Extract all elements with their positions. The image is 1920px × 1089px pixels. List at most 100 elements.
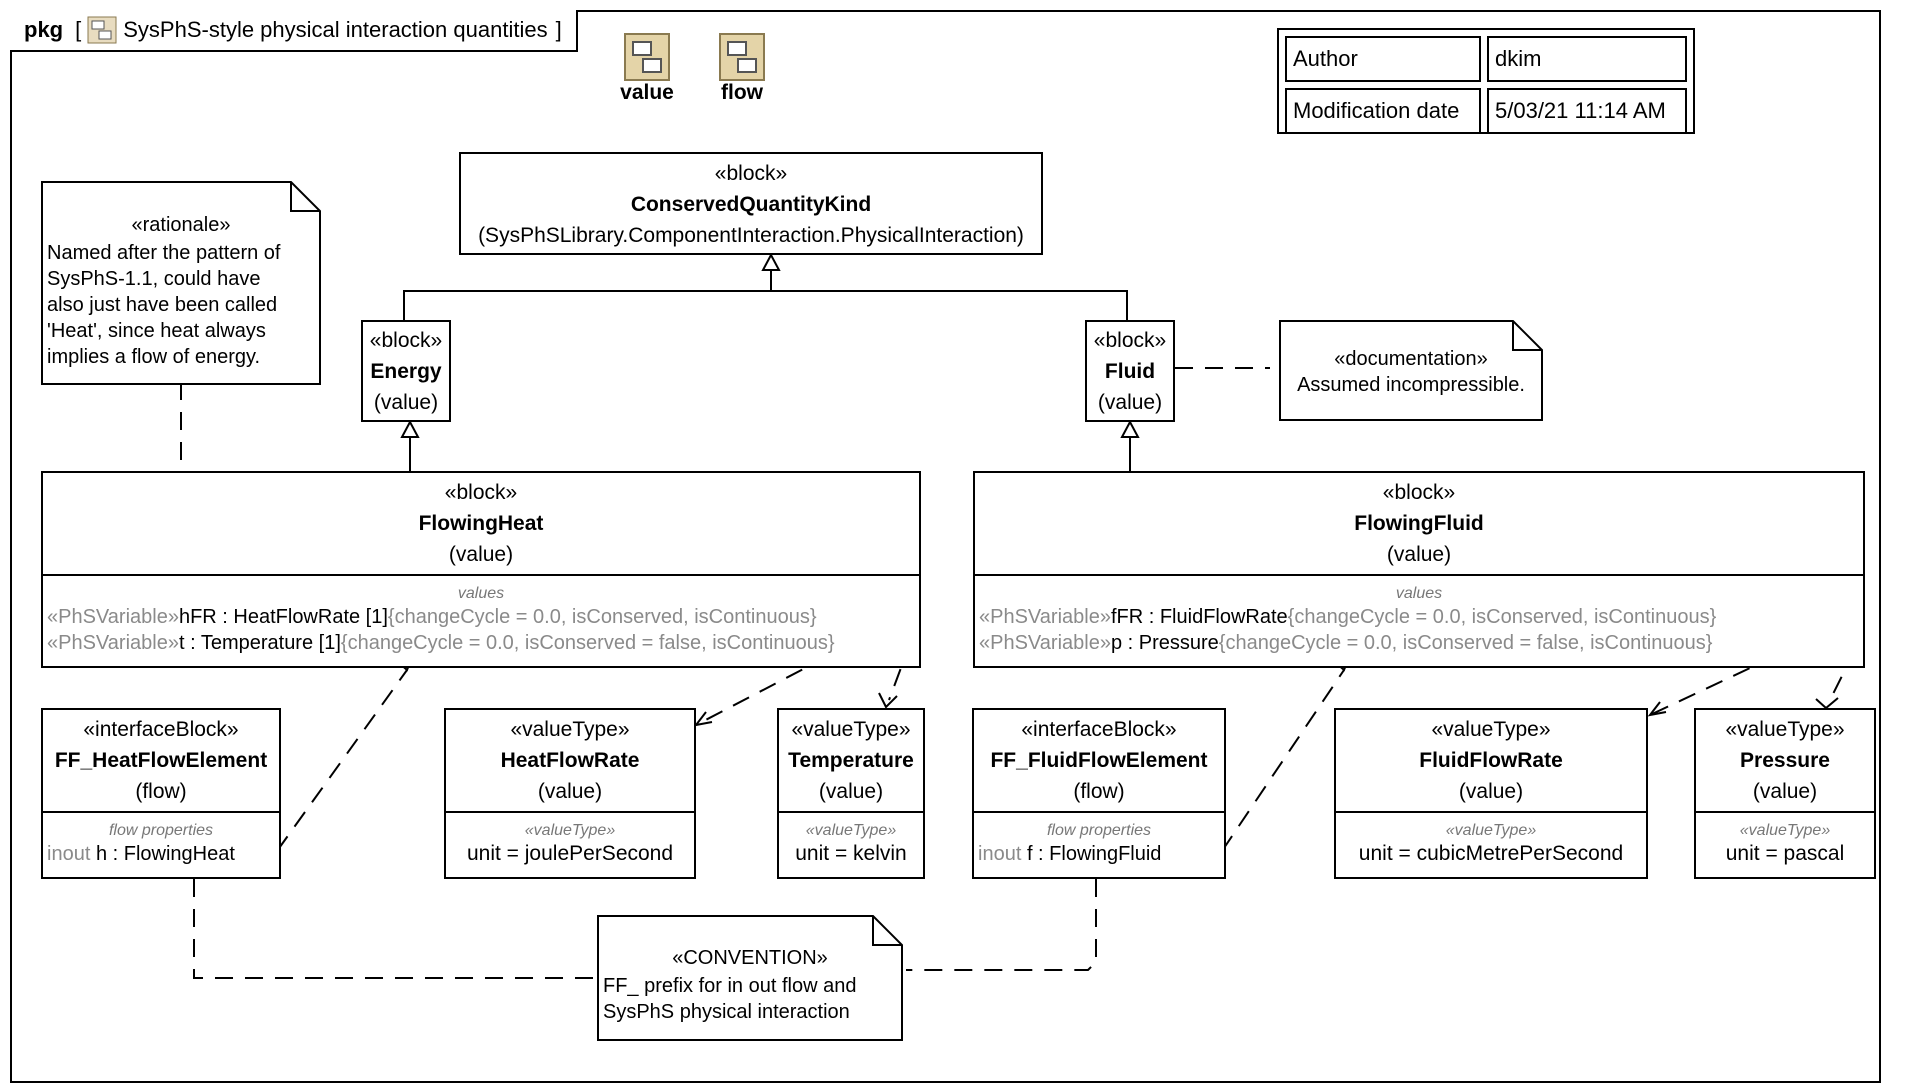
diagram-header: pkg [ SysPhS-style physical interaction … bbox=[10, 10, 578, 52]
unit-row[interactable]: unit = pascal bbox=[1725, 842, 1845, 865]
values-compartment: values «PhSVariable»fFR : FluidFlowRate{… bbox=[975, 574, 1863, 656]
property: h : FlowingHeat bbox=[95, 843, 235, 865]
flow-property-row[interactable]: inout h : FlowingHeat bbox=[43, 841, 279, 867]
tag-key: Modification date bbox=[1285, 88, 1481, 134]
block-name: Pressure bbox=[1740, 749, 1830, 772]
package-icon bbox=[719, 33, 765, 81]
package-name: SysPhS-style physical interaction quanti… bbox=[123, 17, 548, 42]
valuetype-compartment: «valueType» unit = pascal bbox=[1696, 811, 1874, 867]
block-flowing-fluid[interactable]: «block» FlowingFluid (value) values «PhS… bbox=[973, 471, 1865, 668]
unit-row[interactable]: unit = kelvin bbox=[795, 842, 907, 865]
note-documentation[interactable]: «documentation» Assumed incompressible. bbox=[1279, 320, 1543, 421]
block-tag: (value) bbox=[373, 391, 439, 414]
property-modifiers: {changeCycle = 0.0, isConserved = false,… bbox=[1218, 632, 1713, 654]
stereotype: «valueType» bbox=[510, 718, 630, 741]
flow-icon-label: flow bbox=[721, 81, 763, 104]
open-arrowhead bbox=[1815, 697, 1839, 710]
note-line: implies a flow of energy. bbox=[47, 346, 261, 368]
block-owner: (SysPhSLibrary.ComponentInteraction.Phys… bbox=[478, 224, 1024, 247]
value-property-row[interactable]: «PhSVariable»fFR : FluidFlowRate{changeC… bbox=[975, 604, 1863, 630]
stereotype: «block» bbox=[369, 329, 443, 352]
compartment-header: «valueType» bbox=[524, 822, 616, 839]
unit-row[interactable]: unit = cubicMetrePerSecond bbox=[1358, 842, 1624, 865]
stereotype: «PhSVariable» bbox=[979, 606, 1111, 628]
block-tag: (value) bbox=[1752, 780, 1818, 803]
note-shape bbox=[41, 181, 321, 385]
valuetype-heat-flow-rate[interactable]: «valueType» HeatFlowRate (value) «valueT… bbox=[444, 708, 696, 879]
generalization-arrowhead bbox=[400, 419, 420, 438]
value-package-icon[interactable]: value bbox=[612, 33, 682, 105]
generalization-arrowhead bbox=[761, 252, 781, 271]
package-icon bbox=[87, 16, 117, 44]
note-shape bbox=[597, 915, 903, 1041]
block-name: FF_FluidFlowElement bbox=[990, 749, 1208, 772]
stereotype: «block» bbox=[1093, 329, 1167, 352]
tag-value: 5/03/21 11:14 AM bbox=[1487, 88, 1687, 134]
note-convention[interactable]: «CONVENTION» FF_ prefix for in out flow … bbox=[597, 915, 903, 1041]
tag-key: Author bbox=[1285, 36, 1481, 82]
property: fFR : FluidFlowRate bbox=[1110, 606, 1288, 628]
block-tag: (value) bbox=[448, 543, 514, 566]
block-tag: (value) bbox=[1386, 543, 1452, 566]
diagram-frame bbox=[10, 10, 1881, 1083]
pkg-keyword: pkg bbox=[24, 17, 64, 42]
property-modifiers: {changeCycle = 0.0, isConserved, isConti… bbox=[387, 606, 817, 628]
note-shape bbox=[1279, 320, 1543, 421]
block-name: FluidFlowRate bbox=[1419, 749, 1563, 772]
block-name: Fluid bbox=[1104, 360, 1156, 383]
stereotype: «valueType» bbox=[791, 718, 911, 741]
flow-properties-compartment: flow properties inout h : FlowingHeat bbox=[43, 811, 279, 867]
stereotype: «rationale» bbox=[131, 214, 231, 236]
valuetype-temperature[interactable]: «valueType» Temperature (value) «valueTy… bbox=[777, 708, 925, 879]
block-energy[interactable]: «block» Energy (value) bbox=[361, 320, 451, 422]
value-property-row[interactable]: «PhSVariable»p : Pressure{changeCycle = … bbox=[975, 630, 1863, 656]
open-arrowhead bbox=[693, 711, 713, 727]
block-ff-heat-flow-element[interactable]: «interfaceBlock» FF_HeatFlowElement (flo… bbox=[41, 708, 281, 879]
block-flowing-heat[interactable]: «block» FlowingHeat (value) values «PhSV… bbox=[41, 471, 921, 668]
block-name: ConservedQuantityKind bbox=[630, 193, 872, 216]
compartment-header: values bbox=[1395, 585, 1443, 602]
value-property-row[interactable]: «PhSVariable»hFR : HeatFlowRate [1]{chan… bbox=[43, 604, 919, 630]
anchor-line bbox=[906, 879, 1097, 971]
compartment-header: «valueType» bbox=[805, 822, 897, 839]
stereotype: «block» bbox=[444, 481, 518, 504]
block-tag: (flow) bbox=[135, 780, 187, 803]
value-property-row[interactable]: «PhSVariable»t : Temperature [1]{changeC… bbox=[43, 630, 919, 656]
block-tag: (value) bbox=[1458, 780, 1524, 803]
block-ff-fluid-flow-element[interactable]: «interfaceBlock» FF_FluidFlowElement (fl… bbox=[972, 708, 1226, 879]
valuetype-compartment: «valueType» unit = cubicMetrePerSecond bbox=[1336, 811, 1646, 867]
block-fluid[interactable]: «block» Fluid (value) bbox=[1085, 320, 1175, 422]
property-modifiers: {changeCycle = 0.0, isConserved = false,… bbox=[340, 632, 835, 654]
anchor-line bbox=[193, 879, 593, 979]
property: p : Pressure bbox=[1110, 632, 1219, 654]
note-rationale[interactable]: «rationale» Named after the pattern of S… bbox=[41, 181, 321, 385]
stereotype: «block» bbox=[1382, 481, 1456, 504]
block-name: HeatFlowRate bbox=[500, 749, 640, 772]
block-name: FF_HeatFlowElement bbox=[54, 749, 268, 772]
direction: inout bbox=[978, 843, 1022, 865]
stereotype: «interfaceBlock» bbox=[83, 718, 239, 741]
valuetype-compartment: «valueType» unit = kelvin bbox=[779, 811, 923, 867]
valuetype-pressure[interactable]: «valueType» Pressure (value) «valueType»… bbox=[1694, 708, 1876, 879]
note-line: Named after the pattern of bbox=[47, 242, 281, 264]
unit-row[interactable]: unit = joulePerSecond bbox=[466, 842, 674, 865]
flow-property-row[interactable]: inout f : FlowingFluid bbox=[974, 841, 1224, 867]
block-conserved-quantity-kind[interactable]: «block» ConservedQuantityKind (SysPhSLib… bbox=[459, 152, 1043, 255]
note-line: SysPhS physical interaction bbox=[603, 1001, 850, 1023]
compartment-header: flow properties bbox=[108, 822, 214, 839]
compartment-header: «valueType» bbox=[1739, 822, 1831, 839]
direction: inout bbox=[47, 843, 91, 865]
flow-properties-compartment: flow properties inout f : FlowingFluid bbox=[974, 811, 1224, 867]
note-line: SysPhS-1.1, could have bbox=[47, 268, 261, 290]
stereotype: «PhSVariable» bbox=[47, 606, 179, 628]
block-name: FlowingFluid bbox=[1354, 512, 1484, 535]
generalization-arrowhead bbox=[1120, 419, 1140, 438]
valuetype-fluid-flow-rate[interactable]: «valueType» FluidFlowRate (value) «value… bbox=[1334, 708, 1648, 879]
stereotype: «CONVENTION» bbox=[672, 947, 828, 969]
valuetype-compartment: «valueType» unit = joulePerSecond bbox=[446, 811, 694, 867]
block-name: Temperature bbox=[788, 749, 914, 772]
generalization-line bbox=[403, 290, 1128, 322]
property: t : Temperature [1] bbox=[178, 632, 341, 654]
flow-package-icon[interactable]: flow bbox=[707, 33, 777, 105]
block-name: Energy bbox=[370, 360, 442, 383]
